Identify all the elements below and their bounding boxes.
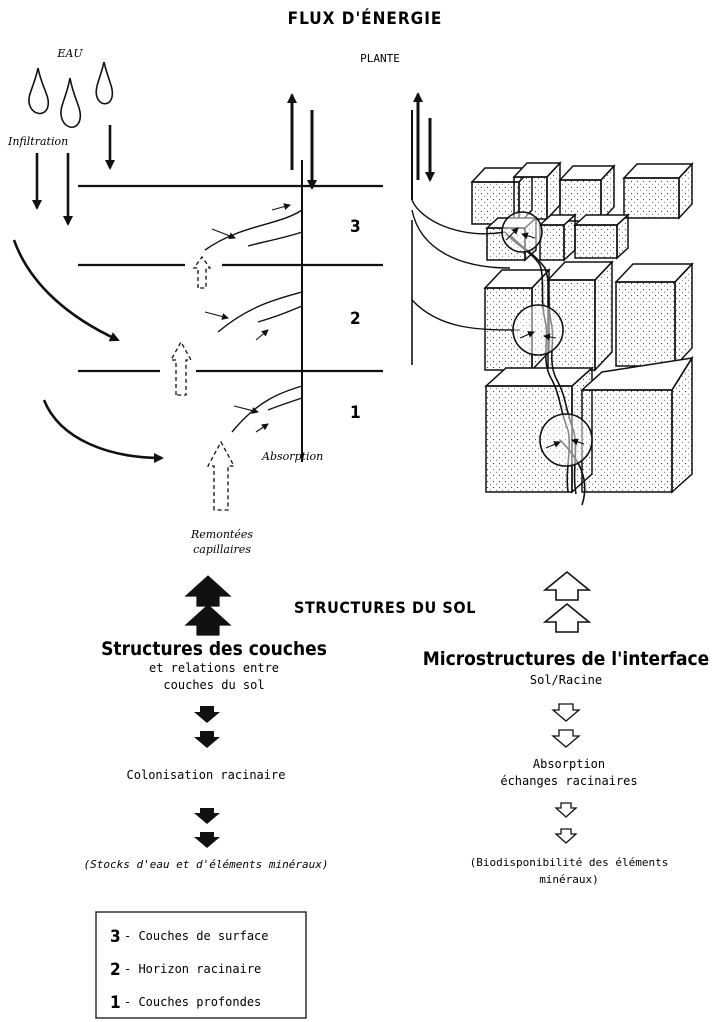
layer-number-1: 1 bbox=[350, 403, 361, 423]
diagram-title: FLUX D'ÉNERGIE bbox=[288, 7, 443, 29]
left-step-2: (Stocks d'eau et d'éléments minéraux) bbox=[83, 858, 328, 871]
layer-number-3: 3 bbox=[350, 217, 361, 237]
right-step-2a: (Biodisponibilité des éléments bbox=[470, 856, 669, 869]
left-sub-2: couches du sol bbox=[163, 678, 264, 692]
aggregate-block bbox=[575, 215, 628, 258]
legend-text-2: - Horizon racinaire bbox=[124, 962, 261, 976]
aggregate-block bbox=[560, 166, 614, 221]
root-branches bbox=[205, 210, 302, 432]
aggregate-block bbox=[616, 264, 692, 366]
capillary-label-line2: capillaires bbox=[193, 543, 251, 556]
right-step-2b: minéraux) bbox=[539, 873, 599, 886]
absorption-label: Absorption bbox=[261, 450, 323, 463]
right-step-1a: Absorption bbox=[533, 757, 605, 771]
legend-text-3: - Couches de surface bbox=[124, 929, 269, 943]
aggregate-block bbox=[514, 163, 560, 219]
layer-boundaries bbox=[78, 186, 383, 371]
plant-label: PLANTE bbox=[360, 52, 400, 65]
aggregate-block bbox=[582, 358, 692, 492]
outline-up-arrow-icon bbox=[545, 604, 589, 632]
legend-num-3: 3 bbox=[110, 927, 121, 947]
outline-down-arrow-icon bbox=[556, 829, 576, 843]
filled-down-arrow-icon bbox=[194, 706, 220, 723]
left-sub-1: et relations entre bbox=[149, 661, 279, 675]
capillary-arrows bbox=[171, 257, 234, 510]
filled-down-arrow-icon bbox=[194, 832, 220, 848]
water-drop-icon bbox=[29, 68, 48, 114]
outline-down-arrow-icon bbox=[553, 704, 579, 721]
filled-up-arrow-icon bbox=[186, 605, 230, 635]
infiltration-label: Infiltration bbox=[7, 135, 68, 148]
outline-down-arrow-icon bbox=[556, 803, 576, 817]
filled-down-arrow-icon bbox=[194, 808, 220, 824]
legend-box: 3 - Couches de surface 2 - Horizon racin… bbox=[96, 912, 306, 1018]
aggregate-block bbox=[624, 164, 692, 218]
outline-up-arrow-icon bbox=[545, 572, 589, 600]
water-drops bbox=[29, 62, 112, 127]
legend-num-2: 2 bbox=[110, 960, 121, 980]
structures-heading: STRUCTURES DU SOL bbox=[294, 598, 476, 617]
water-drop-icon bbox=[61, 78, 80, 127]
filled-down-arrow-icon bbox=[194, 731, 220, 748]
right-heading: Microstructures de l'interface bbox=[423, 648, 710, 670]
plant-stem bbox=[292, 95, 312, 462]
layer-number-2: 2 bbox=[350, 309, 361, 329]
legend-num-1: 1 bbox=[110, 993, 121, 1013]
water-drop-icon bbox=[96, 62, 112, 104]
capillary-label-line1: Remontées bbox=[190, 528, 253, 541]
aggregate-block bbox=[540, 215, 575, 260]
right-sub-1: Sol/Racine bbox=[530, 673, 602, 687]
right-up-arrows bbox=[545, 572, 589, 632]
left-up-arrows bbox=[186, 576, 230, 635]
infiltration-arrows bbox=[14, 125, 162, 458]
left-step-1: Colonisation racinaire bbox=[127, 768, 286, 782]
left-heading: Structures des couches bbox=[101, 638, 327, 660]
outline-down-arrow-icon bbox=[553, 730, 579, 747]
filled-up-arrow-icon bbox=[186, 576, 230, 606]
right-step-1b: échanges racinaires bbox=[500, 774, 637, 788]
legend-text-1: - Couches profondes bbox=[124, 995, 261, 1009]
water-label: EAU bbox=[56, 47, 83, 60]
